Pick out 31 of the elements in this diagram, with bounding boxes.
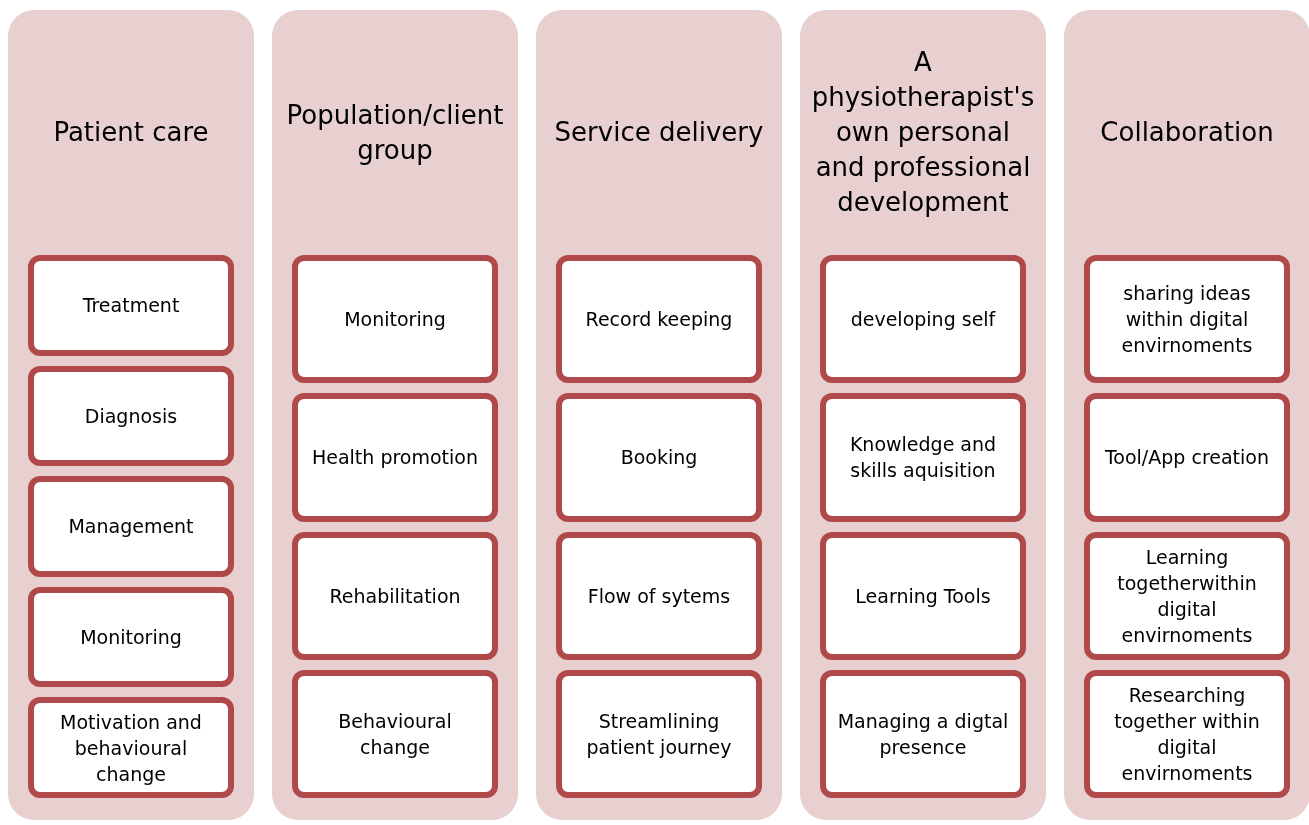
column-panel (800, 10, 1046, 820)
item-box: Record keeping (556, 255, 762, 384)
column-panel (536, 10, 782, 820)
item-box: Managing a digtal presence (820, 669, 1026, 798)
column-panel (1064, 10, 1309, 820)
column-heading: A physiotherapist's own personal and professional development (810, 46, 1036, 219)
item-box: developing self (820, 255, 1026, 384)
item-box: Health promotion (292, 393, 498, 522)
item-box: Booking (556, 393, 762, 522)
item-box: Motivation and behavioural change (28, 697, 234, 798)
column-heading: Collaboration (1100, 116, 1274, 149)
column-panel (8, 10, 254, 820)
item-box: Monitoring (292, 255, 498, 384)
item-box: Researching together within digital envirnoments (1084, 669, 1290, 798)
item-box: Treatment (28, 255, 234, 356)
item-box: Knowledge and skills aquisition (820, 393, 1026, 522)
column-panel (272, 10, 518, 820)
column-heading: Service delivery (554, 116, 764, 149)
item-box: Learning Tools (820, 531, 1026, 660)
item-box: Rehabilitation (292, 531, 498, 660)
column-heading: Population/client group (285, 98, 505, 167)
item-box: Learning togetherwithin digital envirnoments (1084, 531, 1290, 660)
item-box: Behavioural change (292, 669, 498, 798)
item-box: Streamlining patient journey (556, 669, 762, 798)
item-box: sharing ideas within digital envirnoments (1084, 255, 1290, 384)
item-box: Monitoring (28, 586, 234, 688)
item-box: Management (28, 476, 234, 577)
item-box: Diagnosis (28, 365, 234, 467)
column-heading: Patient care (53, 116, 209, 149)
item-box: Flow of sytems (556, 531, 762, 660)
item-box: Tool/App creation (1084, 393, 1290, 522)
